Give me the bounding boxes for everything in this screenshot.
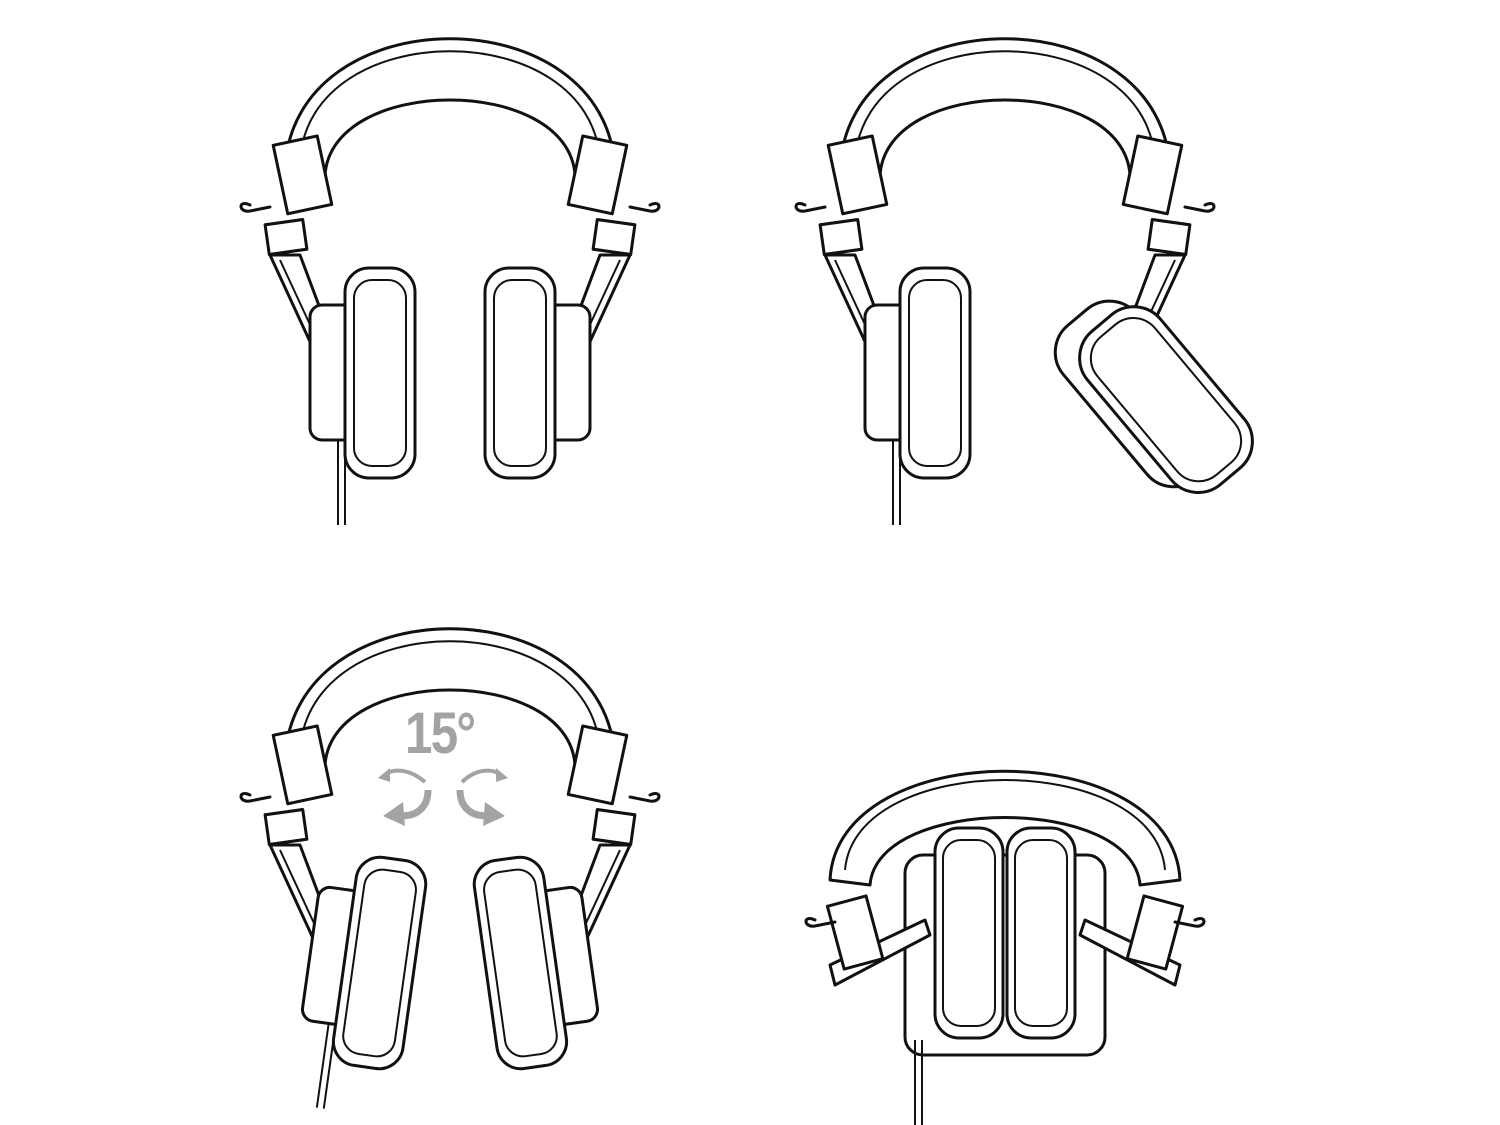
headphones-15-degree-rotation-view bbox=[239, 627, 661, 1120]
headphones-front-view bbox=[239, 37, 661, 527]
headphones-folded-view bbox=[804, 769, 1206, 1125]
headphones-earcup-swivel-view bbox=[794, 37, 1254, 527]
rotation-angle-label: 15° bbox=[405, 701, 476, 766]
rotation-arrows-icon bbox=[378, 768, 508, 826]
